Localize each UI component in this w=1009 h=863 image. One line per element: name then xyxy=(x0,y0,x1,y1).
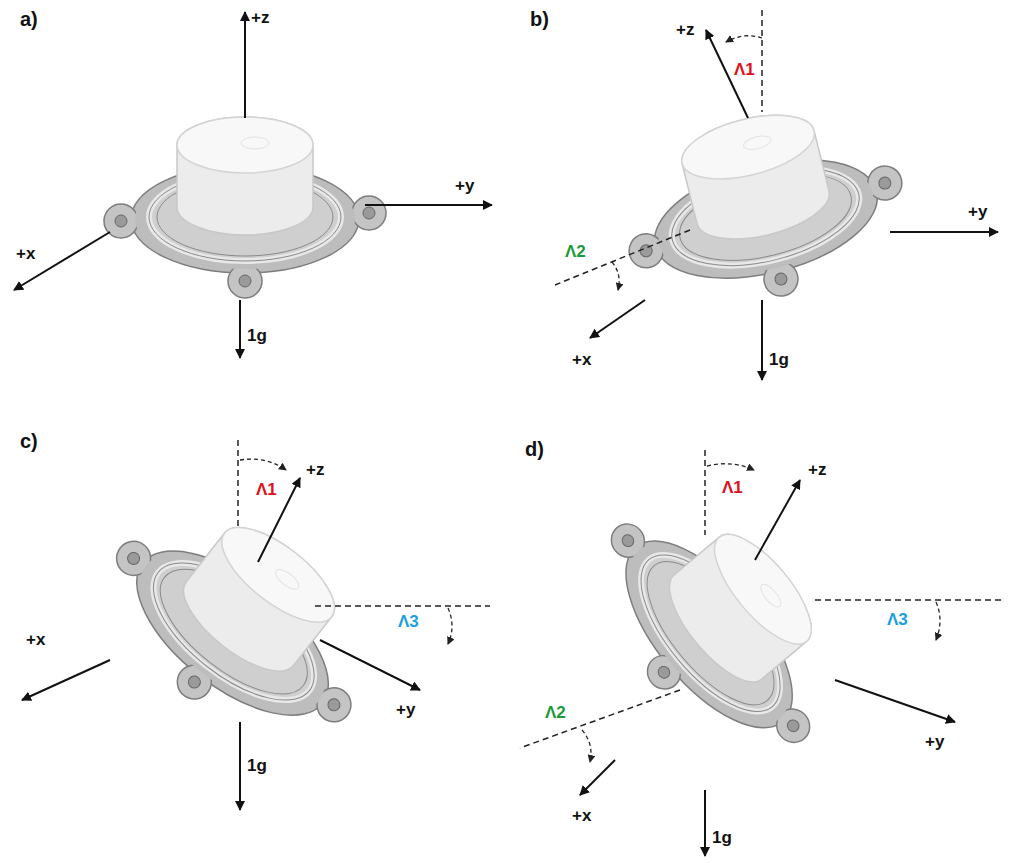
angle-label: Λ3 xyxy=(398,612,419,632)
panel-letter: c) xyxy=(20,430,38,453)
reference-line xyxy=(761,10,763,112)
reference-line xyxy=(237,440,239,530)
angle-label: Λ2 xyxy=(545,703,566,723)
gravity-arrow xyxy=(704,790,706,856)
axis-label: +x xyxy=(572,806,591,826)
axis-label: +z xyxy=(306,460,324,480)
reference-line xyxy=(315,605,490,607)
reference-line xyxy=(815,599,1004,601)
axis-label: +x xyxy=(26,630,45,650)
z-axis xyxy=(244,12,246,118)
axis-label: +z xyxy=(251,8,269,28)
gravity-label: 1g xyxy=(247,756,267,776)
axis-label: +z xyxy=(808,460,826,480)
z-axis xyxy=(755,480,800,560)
sensor-body xyxy=(104,117,386,298)
reference-line xyxy=(704,450,706,535)
x-axis xyxy=(14,232,110,290)
axis-label: +y xyxy=(455,176,474,196)
gravity-label: 1g xyxy=(712,828,732,848)
sensor-body xyxy=(604,86,921,330)
gravity-label: 1g xyxy=(247,326,267,346)
axis-label: +x xyxy=(572,350,591,370)
panel-letter: a) xyxy=(20,8,38,31)
angle-label: Λ3 xyxy=(887,610,908,630)
x-axis xyxy=(590,300,645,338)
gravity-arrow xyxy=(761,300,763,380)
angle-arc xyxy=(448,608,452,644)
angle-arc xyxy=(707,464,754,470)
axis-label: +y xyxy=(968,202,987,222)
gravity-arrow xyxy=(239,300,241,358)
x-axis xyxy=(580,760,615,795)
gravity-arrow xyxy=(239,722,241,810)
y-axis xyxy=(365,204,492,206)
angle-arc xyxy=(612,262,619,290)
angle-label: Λ2 xyxy=(565,242,586,262)
x-axis xyxy=(22,660,110,700)
angle-label: Λ1 xyxy=(722,478,743,498)
axis-label: +z xyxy=(676,20,694,40)
reference-line xyxy=(555,230,690,285)
reference-line xyxy=(520,690,680,748)
y-axis xyxy=(320,640,420,690)
y-axis xyxy=(835,680,955,722)
angle-arc xyxy=(582,730,591,762)
angle-arc xyxy=(240,459,286,470)
angle-label: Λ1 xyxy=(734,60,755,80)
axis-label: +x xyxy=(16,244,35,264)
y-axis xyxy=(890,231,998,233)
panel-letter: d) xyxy=(525,438,544,461)
angle-arc xyxy=(726,36,762,42)
sensor-body xyxy=(561,464,874,791)
panel-letter: b) xyxy=(530,8,549,31)
gravity-label: 1g xyxy=(769,350,789,370)
axis-label: +y xyxy=(396,700,415,720)
angle-label: Λ1 xyxy=(256,480,277,500)
angle-arc xyxy=(936,602,940,640)
axis-label: +y xyxy=(925,732,944,752)
